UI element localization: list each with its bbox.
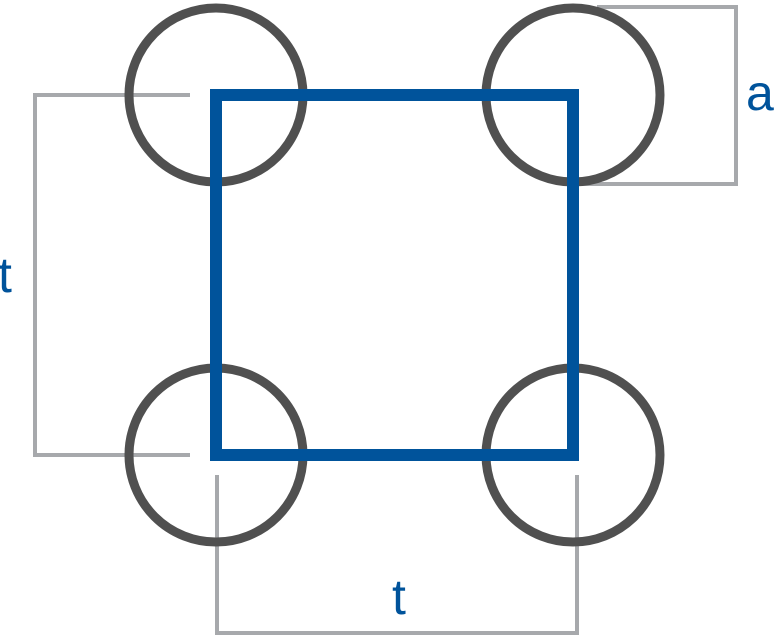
label-t-left: t <box>0 247 12 303</box>
label-t-bottom: t <box>392 569 406 625</box>
label-a: a <box>746 65 774 121</box>
dimension-line-a <box>573 5 738 186</box>
dimension-line-left-t <box>33 93 190 457</box>
blue-square <box>210 89 579 461</box>
dimension-line-bottom-t <box>215 475 579 635</box>
